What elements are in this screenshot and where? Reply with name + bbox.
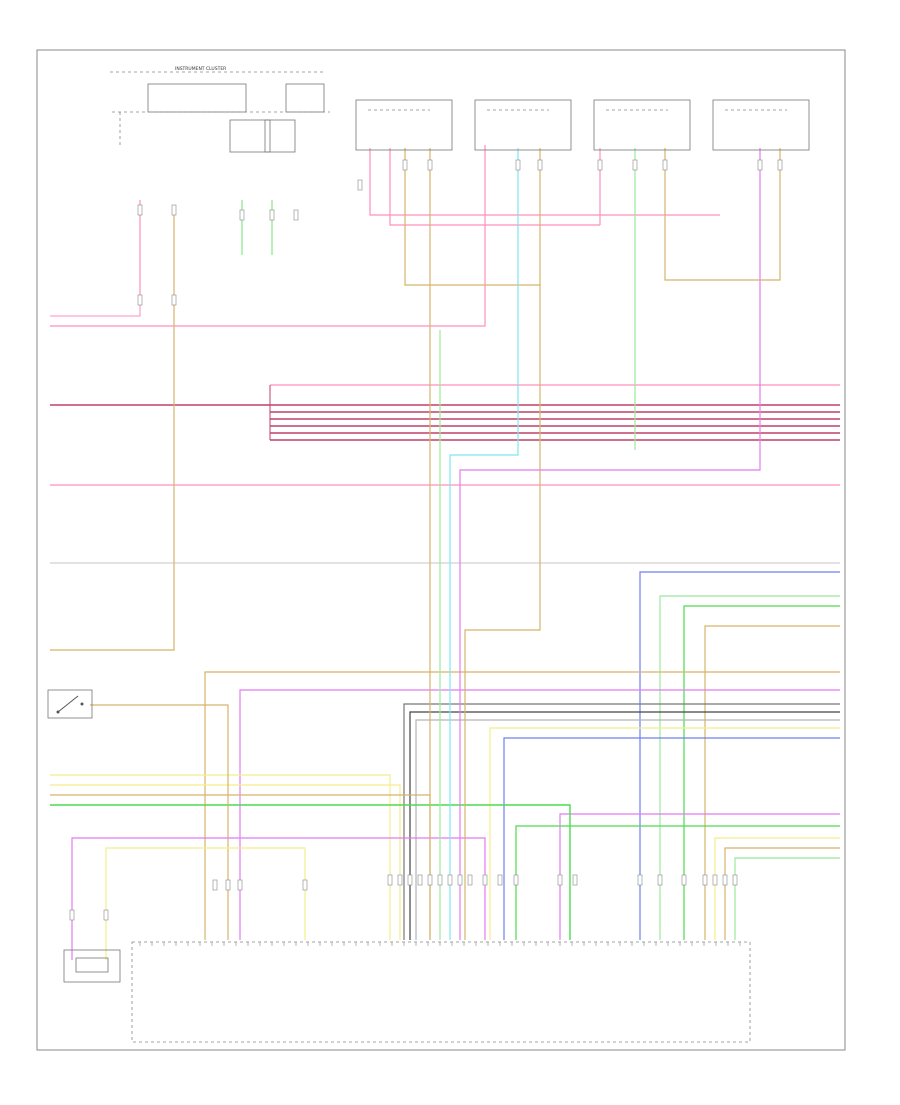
connector-pin <box>447 874 453 886</box>
connector-pin <box>572 874 578 886</box>
switch-module-1 <box>355 99 453 151</box>
pressure-switch <box>47 689 93 719</box>
connector-pin <box>681 874 687 886</box>
connector-pin <box>69 909 75 921</box>
connector-pin <box>407 874 413 886</box>
wire-20 <box>409 711 840 940</box>
switch-module-4 <box>712 99 810 151</box>
connector-pin <box>757 159 763 171</box>
connector-pin <box>397 874 403 886</box>
wire-23 <box>503 737 840 940</box>
connector-pin <box>357 179 363 191</box>
wire-34 <box>71 837 486 960</box>
connector-pin <box>239 209 245 221</box>
wire-35 <box>105 847 306 960</box>
connector-pin <box>732 874 738 886</box>
connector-pin <box>777 159 783 171</box>
wire-33 <box>90 704 229 940</box>
wires-layer <box>50 145 840 960</box>
wire-44 <box>449 148 519 940</box>
connector-pin <box>387 874 393 886</box>
diagram-frame <box>36 49 846 1051</box>
connector-pin <box>417 874 423 886</box>
wire-49 <box>459 148 761 940</box>
connector-pin <box>632 159 638 171</box>
wire-48 <box>664 148 781 281</box>
connector-pin <box>702 874 708 886</box>
connector-pin <box>212 879 218 891</box>
wire-21 <box>415 719 840 940</box>
connector-pin <box>103 909 109 921</box>
connector-pin <box>515 159 521 171</box>
engine-control-module <box>131 941 751 1043</box>
connector-pin <box>293 209 299 221</box>
connector-pin <box>637 874 643 886</box>
connector-pin <box>537 159 543 171</box>
wire-25 <box>515 825 840 940</box>
wire-17 <box>204 671 840 940</box>
wire-29 <box>50 774 391 940</box>
wire-22 <box>489 727 840 940</box>
fuel-pump <box>63 949 121 983</box>
wire-36 <box>50 210 175 651</box>
wire-18 <box>239 689 840 940</box>
wire-15 <box>683 605 840 940</box>
wire-28 <box>734 857 840 940</box>
wire-2 <box>50 200 141 317</box>
wire-32 <box>50 804 571 940</box>
wire-30 <box>50 784 401 940</box>
connector-pin <box>427 874 433 886</box>
wire-41 <box>389 148 600 226</box>
connector-pin <box>722 874 728 886</box>
connector-pin <box>662 159 668 171</box>
instrument-cluster-title: INSTRUMENT CLUSTER <box>175 66 226 72</box>
connector-pin <box>657 874 663 886</box>
connector-pin <box>597 159 603 171</box>
connector-pin <box>467 874 473 886</box>
wire-27 <box>724 847 840 940</box>
wire-1 <box>50 145 486 327</box>
connector-pin <box>482 874 488 886</box>
connector-pin <box>225 879 231 891</box>
connector-pin <box>171 204 177 216</box>
connector-pin <box>302 879 308 891</box>
connector-pin <box>137 294 143 306</box>
connector-pin <box>402 159 408 171</box>
connector-pin <box>171 294 177 306</box>
instrument-cluster: INSTRUMENT CLUSTER <box>110 66 330 153</box>
connector-pin <box>457 874 463 886</box>
connectors-layer <box>69 159 783 946</box>
wire-14 <box>659 595 840 940</box>
wire-24 <box>559 813 840 940</box>
connector-pin <box>137 204 143 216</box>
wire-13 <box>639 571 840 940</box>
wire-19 <box>403 703 840 940</box>
switch-module-2 <box>474 99 572 151</box>
connector-pin <box>513 874 519 886</box>
connector-pin <box>269 209 275 221</box>
wire-16 <box>704 625 840 940</box>
connector-pin <box>712 874 718 886</box>
wire-42 <box>404 148 541 940</box>
connector-pin <box>237 879 243 891</box>
switch-module-3 <box>593 99 691 151</box>
connector-pin <box>427 159 433 171</box>
wire-26 <box>714 837 840 940</box>
wire-40 <box>369 148 720 216</box>
connector-pin <box>497 874 503 886</box>
connector-pin <box>437 874 443 886</box>
connector-pin <box>557 874 563 886</box>
